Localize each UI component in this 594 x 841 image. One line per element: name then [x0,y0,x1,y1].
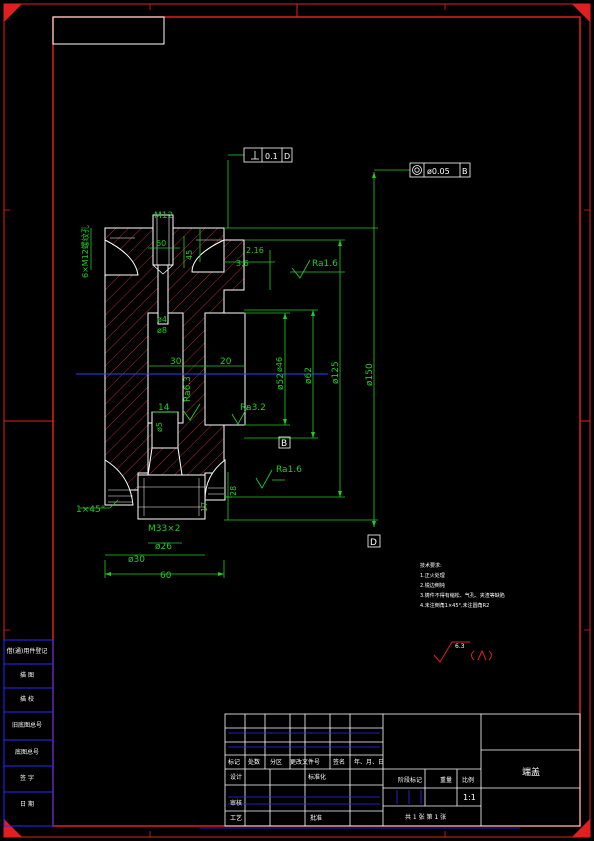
dim-d150: ø150 [365,363,375,386]
tb-sheet: 共 1 张 第 1 张 [405,814,447,821]
dim-ra63: Ra6.3 [183,376,193,402]
title-block-blue-lines [200,732,520,829]
zone-ticks [4,4,590,837]
note-heading: 技术要求: [420,563,442,569]
title-block [224,713,581,827]
dim-d5: ø5 [155,422,164,432]
fcf-top [243,147,293,163]
tb-sign: 签名 [333,759,346,766]
dim-60s: 60 [156,239,166,248]
fcf-top-tol: 0.1 [265,152,278,161]
drill-tip [152,264,174,275]
flange-arc-left-bot [104,459,134,506]
m33-thread [137,474,206,520]
dim-36: 3.6 [236,259,249,268]
dim-d125: ø125 [331,361,341,384]
note-2: 2.锐边倒钝 [420,583,445,589]
side-label-date: 日 期 [20,801,34,808]
datum-box-b [278,436,291,449]
tb-count: 处数 [248,759,261,766]
fcf-right-tol: ø0.05 [427,167,450,176]
code-box [52,16,165,45]
fcf-right-datum: B [462,167,468,176]
note-3: 3.铸件不得有缩松、气孔、夹渣等缺陷 [420,593,505,599]
tb-scale: 1:1 [463,793,476,802]
side-label-sign: 签 字 [20,775,34,782]
datum-d-label: D [370,538,377,548]
dim-d62: ø62 [304,367,314,384]
dim-d4: ø4 [157,315,167,324]
dim-d8: ø8 [157,326,167,335]
outer-border [3,3,591,838]
tb-review: 审核 [230,800,243,807]
dim-216: 2.16 [246,246,264,255]
tb-date: 年、月、日 [354,759,385,766]
note-4: 4.未注倒角1×45°,未注圆角R2 [420,603,490,609]
flange-arc-left-top [104,239,139,276]
tb-part-name: 端盖 [522,768,541,778]
dim-ra32: Ra3.2 [240,403,266,413]
roughness-marks [182,259,311,489]
side-table [3,639,54,827]
tb-standard: 标准化 [308,774,327,781]
dim-ra16b: Ra1.6 [276,465,302,475]
dim-ra16a: Ra1.6 [312,259,338,269]
dim-d26: ø26 [155,542,172,552]
dim-1x45: 1×45° [76,505,105,515]
dimension-lines [80,154,410,578]
dim-6xm12: 6×M12螺纹孔 [80,225,90,278]
tb-stage: 阶段标记 [398,777,423,784]
corner-mark-tl [4,4,22,22]
dim-d52: ø52 [276,373,286,390]
technical-notes: 技术要求: 1.正火处理 2.锐边倒钝 3.铸件不得有缩松、气孔、夹渣等缺陷 4… [420,561,580,611]
right-bore [204,312,246,426]
dim-14: 14 [158,403,170,413]
arrow-heads [105,172,376,576]
side-label-check: 描 校 [20,696,34,703]
corner-mark-br [572,819,590,837]
part-section [76,214,328,520]
corner-mark-tr [572,4,590,22]
roughness-symbol [433,641,492,663]
tb-weight: 重量 [440,777,453,784]
dim-17: 17 [200,502,209,512]
dim-60: 60 [160,571,172,581]
thread-hole [152,214,174,266]
dim-d46: ø46 [275,357,284,372]
tb-scale-label: 比例 [462,777,475,784]
fcf-right [409,162,471,178]
fcf-top-datum: D [284,152,290,161]
roughness-value: 6.3 [455,643,465,650]
tb-design: 设计 [230,774,243,781]
lower-neck [147,447,183,476]
flange-arc-right-bot [204,458,226,501]
dim-m12: M12 [154,211,173,221]
dim-28: 28 [229,486,238,496]
m33-thread-lines [138,478,205,516]
datum-box-d [367,534,381,548]
dim-m33: M33×2 [148,524,180,534]
dim-20: 20 [220,357,232,367]
side-label-borrow: 借(通)用件登记 [6,648,48,655]
side-label-trace: 描 图 [20,672,34,679]
tb-change-doc: 更改文件号 [290,759,321,766]
side-label-old-no: 旧底图总号 [11,722,42,729]
tb-approve: 批准 [310,815,323,822]
tb-zone: 分区 [270,759,283,766]
dim-30a: 30 [170,357,182,367]
dim-45: 45 [185,250,194,260]
note-1: 1.正火处理 [420,573,445,579]
tb-mark: 标记 [228,759,241,766]
corner-mark-bl [4,819,22,837]
side-label-base-no: 底图总号 [14,749,39,756]
datum-b-label: B [281,439,287,449]
flange-arc-right-top [191,239,225,273]
dim-d30: ø30 [128,555,145,565]
tb-process: 工艺 [230,815,243,822]
